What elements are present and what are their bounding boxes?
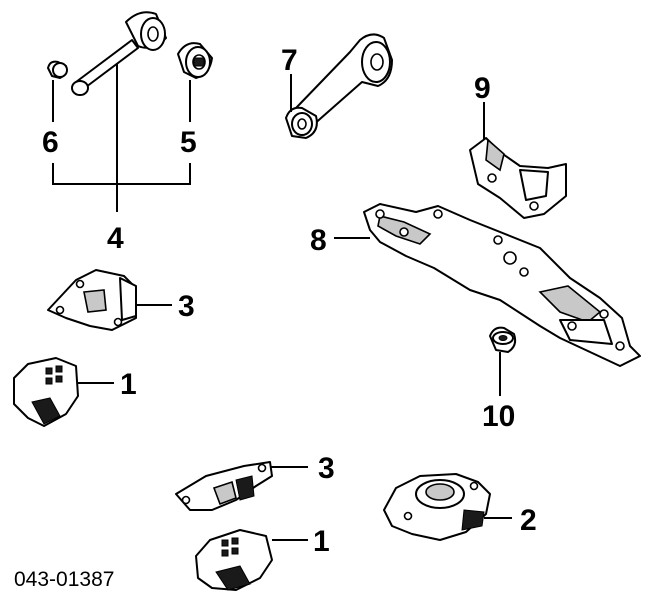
callout-3-upper: 3 — [178, 290, 195, 323]
mount-arm — [285, 33, 393, 139]
grommet — [489, 326, 517, 396]
small-bushing — [47, 60, 68, 79]
rubber-mount-lower — [195, 529, 308, 591]
callout-9: 9 — [474, 72, 491, 105]
mount-bracket-lower — [175, 461, 308, 511]
leaders-6-5-4 — [52, 64, 191, 212]
callout-10: 10 — [482, 400, 515, 433]
large-bushing — [177, 42, 213, 79]
callout-1-upper: 1 — [120, 368, 137, 401]
callout-8: 8 — [310, 224, 327, 257]
callout-7: 7 — [281, 44, 298, 77]
callout-1-lower: 1 — [313, 525, 330, 558]
mount-bracket-upper — [47, 269, 172, 331]
callout-3-lower: 3 — [318, 452, 335, 485]
crossmember — [334, 203, 641, 367]
callout-5: 5 — [180, 126, 197, 159]
callout-4: 4 — [107, 222, 124, 255]
rubber-mount-upper — [13, 357, 114, 427]
callout-2: 2 — [520, 504, 537, 537]
torque-rod-assembly — [71, 11, 167, 96]
part-code: 043-01387 — [14, 568, 114, 591]
callout-6: 6 — [42, 126, 59, 159]
transmission-bracket — [469, 102, 567, 219]
round-engine-mount — [383, 473, 512, 541]
